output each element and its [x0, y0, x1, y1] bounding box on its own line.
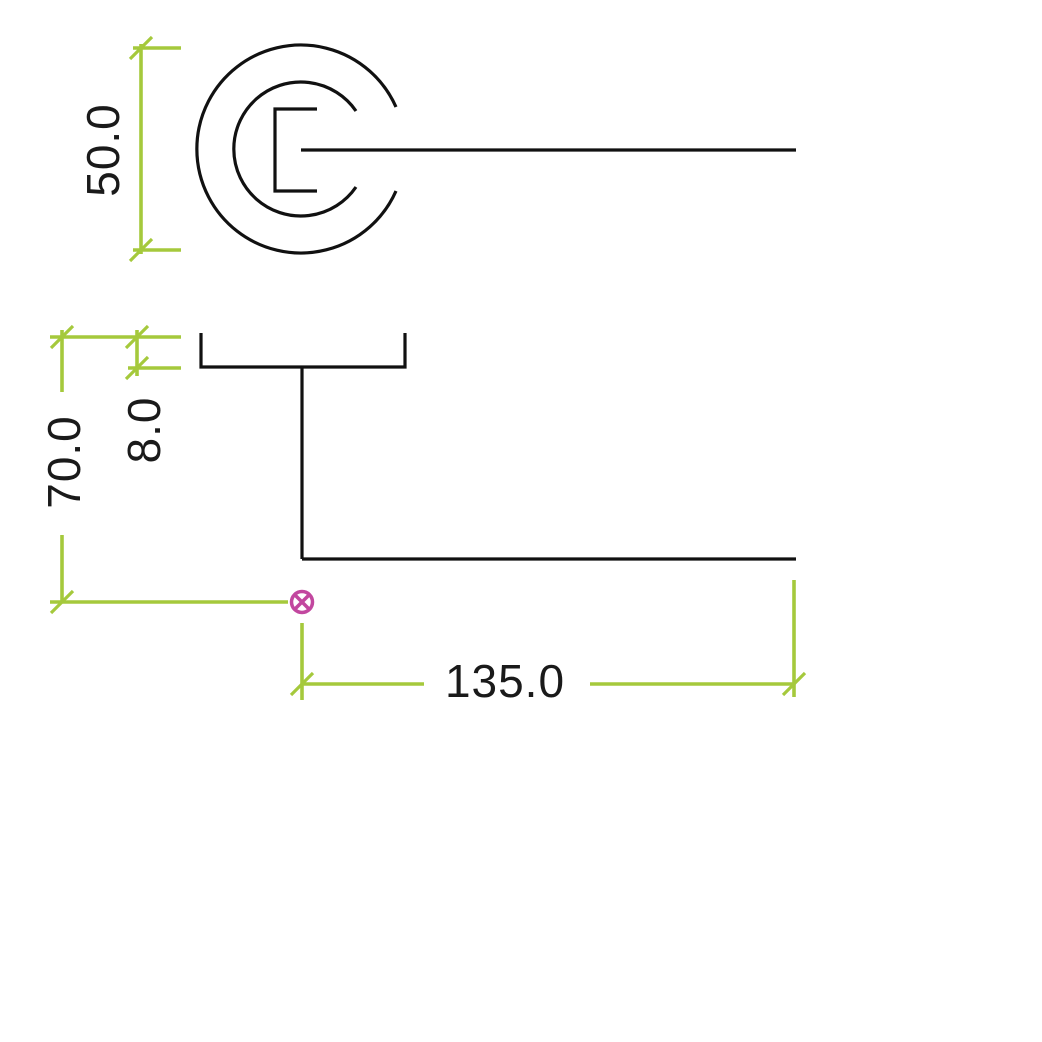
dim135-label: 135.0 — [445, 655, 565, 707]
front-view — [195, 43, 796, 255]
dim8-tick-top — [124, 324, 150, 350]
dimension-rose-diameter: 50.0 — [77, 35, 181, 263]
center-mark-icon — [289, 589, 315, 615]
center-mark-circle — [289, 589, 315, 615]
center-mark-x2 — [293, 593, 311, 611]
side-view — [199, 333, 796, 561]
dim50-label: 50.0 — [77, 103, 129, 197]
dim8-label: 8.0 — [118, 397, 170, 464]
dim135-tick-right — [781, 671, 807, 697]
dimension-lever-length: 135.0 — [289, 580, 807, 707]
spindle-square-opening — [273, 107, 317, 193]
rose-profile — [199, 333, 407, 369]
dim50-tick-top — [128, 35, 154, 61]
dim70-label: 70.0 — [38, 415, 90, 509]
dim70-tick-top — [49, 324, 75, 350]
rose-inner-circle — [232, 80, 358, 218]
dim50-tick-bottom — [128, 237, 154, 263]
rose-outer-circle — [195, 43, 398, 255]
dimension-rose-depth: 8.0 — [50, 324, 181, 464]
dim135-tick-left — [289, 671, 315, 697]
dimension-projection: 70.0 — [38, 324, 288, 615]
dim8-tick-bottom — [124, 355, 150, 381]
